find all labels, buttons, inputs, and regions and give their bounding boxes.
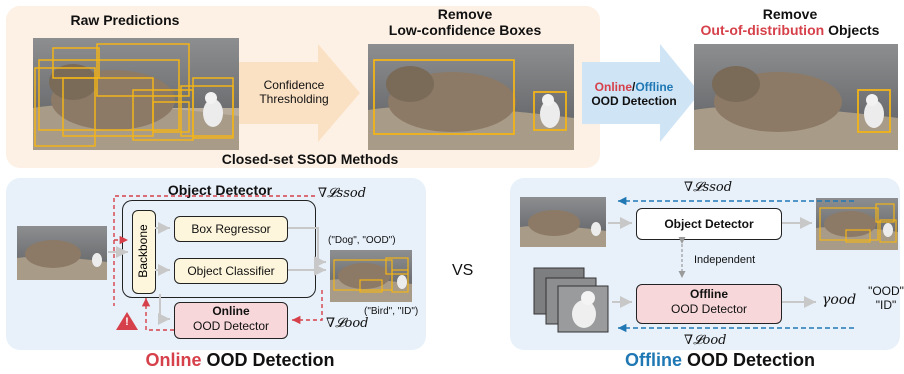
offline-input-image (520, 197, 606, 247)
ood-detection-word: OOD Detection (591, 94, 677, 108)
threshold-text: Confidence Thresholding (244, 78, 344, 106)
raw-predictions-image (33, 38, 239, 150)
objects-text: Objects (824, 22, 880, 38)
closed-set-label: Closed-set SSOD Methods (221, 151, 399, 167)
online-ood-detector-block: Online OOD Detector (174, 302, 288, 339)
ood-string: "OOD" (868, 284, 904, 298)
online-caption-red: Online (145, 350, 202, 370)
threshold-arrow (232, 44, 360, 142)
vs-label: VS (452, 262, 474, 279)
ood-detection-arrow (582, 44, 700, 142)
object-classifier-label: Object Classifier (187, 264, 275, 278)
online-caption-tail: OOD Detection (201, 350, 335, 370)
online-loss-ood: ∇𝓛ood (326, 316, 369, 331)
regressor-to-output (288, 227, 326, 268)
warning-icon: ! (125, 316, 129, 328)
object-detector-title: Object Detector (140, 182, 300, 198)
offline-output-image (816, 198, 898, 250)
offline-crops-image (533, 267, 609, 333)
ood-id-output: "OOD" "ID" (866, 284, 904, 312)
remove-low-line-1: Remove (437, 6, 493, 22)
classifier-to-online-ood (158, 294, 170, 325)
offline-caption-tail: OOD Detection (681, 350, 815, 370)
dog-ood-label: ("Dog", "OOD") (328, 235, 396, 246)
offline-object-detector-block: Object Detector (636, 208, 782, 240)
slash: / (632, 80, 636, 94)
gamma-ood: γood (822, 292, 857, 308)
warning-triangle (116, 312, 138, 330)
offline-caption-blue: Offline (624, 350, 682, 370)
bird-id-label: ("Bird", "ID") (364, 306, 419, 317)
low-confidence-removed-image (368, 44, 574, 150)
red-output-to-ood (292, 290, 323, 325)
online-loss-ssod: ∇𝓛ssod (318, 186, 367, 201)
ood-removed-image (694, 44, 898, 150)
remove-ood-line-1: Remove (762, 6, 818, 22)
threshold-line-2: Thresholding (259, 92, 329, 106)
offline-loss-ood: ∇𝓛ood (684, 333, 727, 348)
object-classifier-block: Object Classifier (174, 258, 288, 284)
online-ood-line-2: OOD Detector (192, 319, 270, 333)
offline-object-detector-label: Object Detector (664, 217, 754, 231)
online-ood-line-1: Online (212, 304, 250, 318)
online-input-image (17, 226, 107, 280)
remove-low-line-2: Low-confidence Boxes (388, 22, 542, 38)
box-regressor-block: Box Regressor (174, 216, 288, 242)
id-string: "ID" (875, 298, 897, 312)
online-output-image (330, 250, 412, 302)
red-ood-to-backbone (141, 298, 174, 331)
offline-ood-line-1: Offline (690, 287, 728, 301)
ood-red-text: Out-of-distribution (700, 22, 825, 38)
threshold-line-1: Confidence (263, 78, 325, 92)
ood-detection-arrow-text: Online/Offline OOD Detection (584, 80, 684, 108)
offline-word: Offline (635, 80, 674, 94)
offline-ood-line-2: OOD Detector (670, 302, 748, 316)
remove-low-confidence-label: Remove Low-confidence Boxes (360, 6, 570, 38)
offline-caption: Offline OOD Detection (600, 350, 840, 371)
offline-loss-ssod: ∇𝓛ssod (684, 180, 733, 195)
online-caption: Online OOD Detection (130, 350, 350, 371)
red-loss-ssod-path (113, 195, 315, 306)
remove-ood-label: Remove Out-of-distribution Objects (680, 6, 900, 38)
independent-label: Independent (694, 254, 756, 266)
box-regressor-label: Box Regressor (191, 222, 271, 236)
offline-ood-detector-block: Offline OOD Detector (636, 284, 782, 324)
backbone-block (132, 210, 156, 294)
online-word: Online (594, 80, 632, 94)
raw-predictions-label: Raw Predictions (70, 12, 180, 28)
